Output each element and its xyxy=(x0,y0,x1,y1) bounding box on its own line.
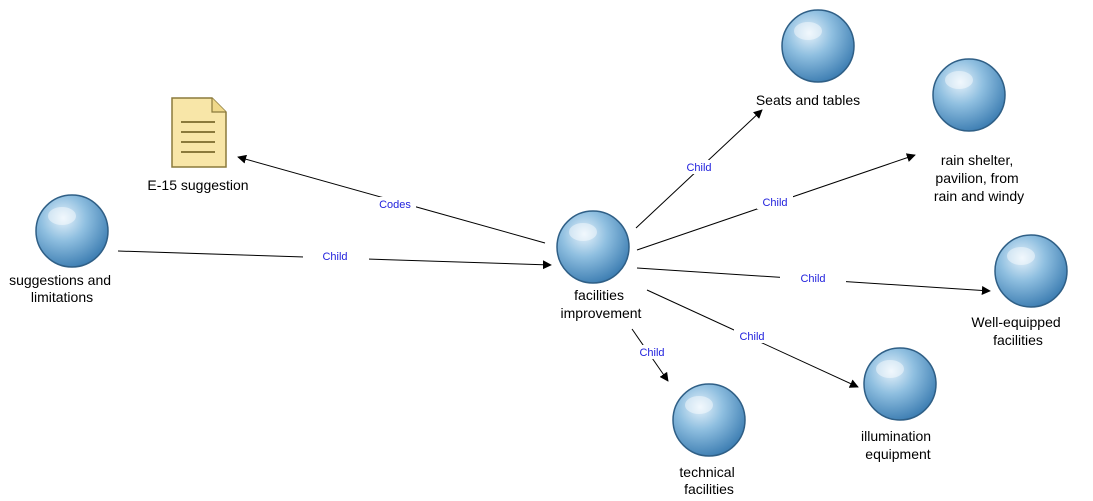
node-suggestions-limitations[interactable]: suggestions and limitations xyxy=(9,194,115,305)
node-label-line: improvement xyxy=(561,305,642,321)
edge-label: Child xyxy=(762,197,787,209)
edge-child-seats[interactable]: Child xyxy=(635,109,763,229)
node-e15-suggestion[interactable]: E-15 suggestion xyxy=(147,97,249,193)
code-sphere-icon xyxy=(781,9,855,83)
edge-label: Child xyxy=(639,347,664,359)
node-label-line: rain shelter, xyxy=(941,152,1013,168)
code-sphere-icon xyxy=(672,383,746,457)
edge-label: Child xyxy=(800,273,825,285)
code-sphere-icon xyxy=(556,210,630,284)
edge-label: Child xyxy=(739,331,764,343)
code-sphere-icon xyxy=(932,58,1006,132)
node-illumination-equipment[interactable]: illumination equipment xyxy=(861,347,937,462)
node-label-line: Well-equipped xyxy=(971,314,1060,330)
edge-child-rain[interactable]: Child xyxy=(636,153,916,251)
edge-child-illumination[interactable]: Child xyxy=(646,289,859,388)
edge-label-bg xyxy=(374,197,416,211)
sphere-highlight xyxy=(1007,247,1035,265)
edge-label-bg xyxy=(757,195,793,209)
edge-label: Child xyxy=(686,162,711,174)
node-label-line: pavilion, from xyxy=(935,170,1018,186)
node-label: Well-equipped facilities xyxy=(971,314,1064,348)
sphere-highlight xyxy=(48,207,76,225)
node-label-line: limitations xyxy=(31,289,93,305)
node-label-line: facilities xyxy=(993,332,1043,348)
node-label-line: suggestions and xyxy=(9,272,111,288)
node-label-line: illumination xyxy=(861,428,931,444)
node-rain-shelter[interactable]: rain shelter, pavilion, from rain and wi… xyxy=(932,58,1024,204)
node-label: Seats and tables xyxy=(756,92,860,108)
sphere-highlight xyxy=(685,396,713,414)
edges-layer: Codes Child Child Child Child xyxy=(117,109,991,388)
node-label-line: facilities xyxy=(684,481,734,497)
node-label: illumination equipment xyxy=(861,428,935,462)
node-label-line: Seats and tables xyxy=(756,92,860,108)
nodes-layer: E-15 suggestion suggestions and limitati… xyxy=(9,9,1068,497)
node-label: facilities improvement xyxy=(561,287,642,321)
edge-label-bg xyxy=(636,345,670,359)
code-sphere-icon xyxy=(994,234,1068,308)
edge-label-bg xyxy=(303,250,369,264)
edge-codes-document[interactable]: Codes xyxy=(237,154,546,244)
code-sphere-icon xyxy=(35,194,109,268)
node-label-line: facilities xyxy=(574,287,624,303)
edge-child-wellequipped[interactable]: Child xyxy=(636,267,991,295)
node-label: suggestions and limitations xyxy=(9,272,115,305)
node-label-line: equipment xyxy=(865,446,930,462)
edge-label-bg xyxy=(780,271,846,285)
node-label-line: technical xyxy=(679,464,734,480)
node-well-equipped[interactable]: Well-equipped facilities xyxy=(971,234,1068,348)
edge-label-bg xyxy=(734,329,770,343)
node-technical-facilities[interactable]: technical facilities xyxy=(672,383,746,497)
code-sphere-icon xyxy=(863,347,937,421)
edge-label: Codes xyxy=(379,199,411,211)
node-label-line: E-15 suggestion xyxy=(147,177,248,193)
node-seats-tables[interactable]: Seats and tables xyxy=(756,9,860,108)
edge-child-technical[interactable]: Child xyxy=(631,328,670,382)
sphere-highlight xyxy=(945,71,973,89)
sphere-highlight xyxy=(794,22,822,40)
node-label: technical facilities xyxy=(679,464,738,497)
node-label-line: rain and windy xyxy=(934,188,1024,204)
edge-child-suggestions[interactable]: Child xyxy=(117,250,552,270)
sphere-highlight xyxy=(569,223,597,241)
edge-label: Child xyxy=(322,251,347,263)
node-label: rain shelter, pavilion, from rain and wi… xyxy=(934,152,1024,204)
edge-label-bg xyxy=(682,160,716,174)
node-facilities-improvement[interactable]: facilities improvement xyxy=(556,210,642,321)
document-icon xyxy=(171,97,227,168)
node-label: E-15 suggestion xyxy=(147,177,248,193)
sphere-highlight xyxy=(876,360,904,378)
